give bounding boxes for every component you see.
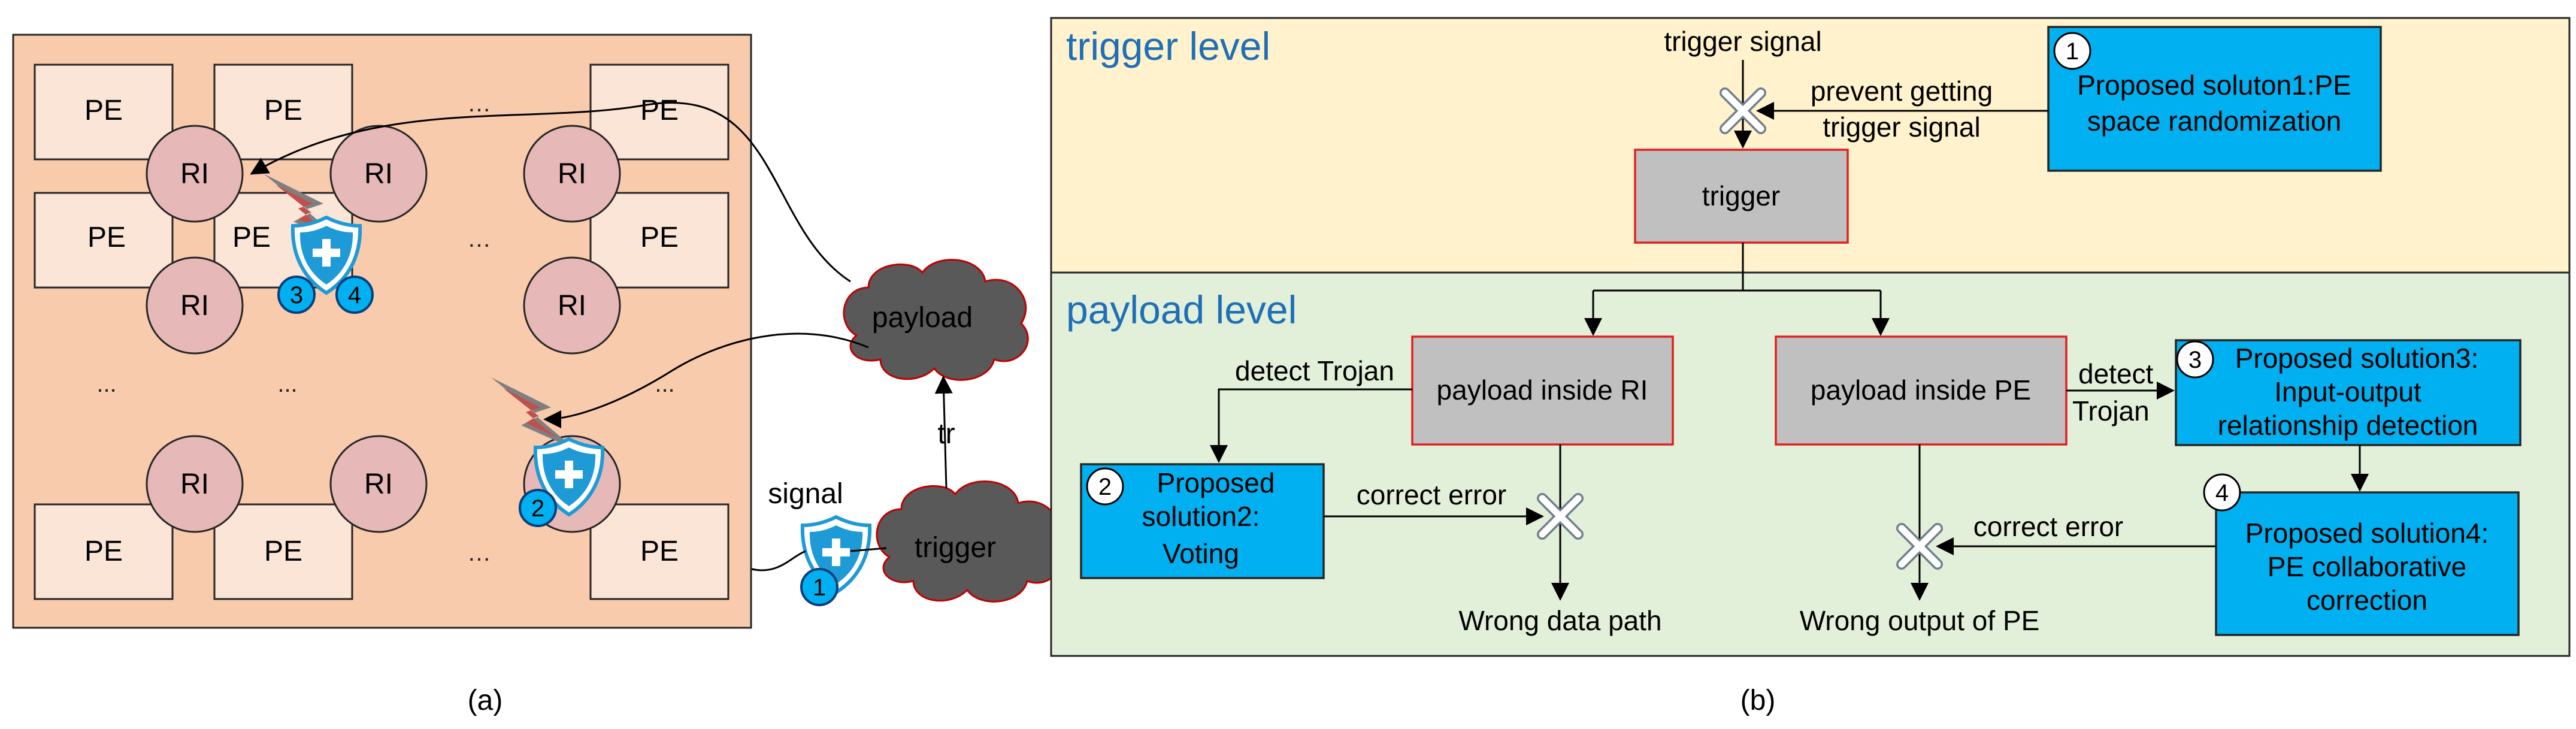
ri-label: RI <box>558 158 586 190</box>
ri-node <box>146 435 244 533</box>
signal-line <box>751 550 806 571</box>
payload-level-title: payload level <box>1066 288 1297 332</box>
pe-box <box>34 503 174 600</box>
badge-1: 1 <box>800 568 839 606</box>
solution3-line1: Proposed solution3: <box>2235 343 2479 374</box>
pe-box <box>589 192 729 289</box>
payload-pe-box: payload inside PE <box>1775 335 2068 446</box>
solution3-box: 3 Proposed solution3: Input-output relat… <box>2175 339 2521 446</box>
detect-right-line1: detect <box>2078 358 2154 389</box>
pe-label: PE <box>264 95 302 126</box>
trigger-to-payload-arrow <box>934 376 953 489</box>
trigger-cloud: trigger <box>876 480 1062 603</box>
solution4-line2: PE collaborative <box>2268 551 2466 582</box>
svg-text:3: 3 <box>290 282 303 308</box>
tr-label: tr <box>937 418 955 450</box>
svg-text:2: 2 <box>531 495 544 522</box>
solution4-line1: Proposed solution4: <box>2245 518 2489 549</box>
signal-to-trigger-line <box>850 547 887 552</box>
ri-node <box>329 435 428 533</box>
pe-box <box>34 63 174 161</box>
pe-box <box>34 192 174 289</box>
solution3-badge: 3 <box>2188 347 2202 373</box>
solution2-box: 2 Proposed solution2: Voting <box>1080 463 1325 579</box>
pe-label: PE <box>640 222 679 253</box>
grid-ellipses: … … … ... ... ... <box>96 90 674 566</box>
detect-trojan-left-label: detect Trojan <box>1235 355 1394 386</box>
panel-a: PE PE PE PE PE PE PE PE PE RI RI RI RI R… <box>12 34 1062 716</box>
signal-label: signal <box>768 478 843 510</box>
solution4-line3: correction <box>2306 585 2427 616</box>
pe-label: PE <box>87 222 126 253</box>
ri-label: RI <box>364 468 393 500</box>
ri-node <box>523 256 621 355</box>
ellipsis: ... <box>96 371 116 397</box>
detect-trojan-arrow <box>1210 388 1412 463</box>
caption-b: (b) <box>1740 685 1776 716</box>
pe-label: PE <box>84 95 123 126</box>
prevent-label-line1: prevent getting <box>1811 75 1993 107</box>
solution2-badge: 2 <box>1098 474 1112 500</box>
solution1-line2: space randomization <box>2087 105 2341 137</box>
ri-node <box>523 125 621 223</box>
pe-box <box>589 503 729 600</box>
trigger-box-label: trigger <box>1702 180 1780 211</box>
ellipsis: ... <box>277 371 297 397</box>
caption-a: (a) <box>468 685 503 716</box>
solution3-line3: relationship detection <box>2218 410 2478 441</box>
pe-box <box>589 63 729 161</box>
ri-node <box>329 125 428 223</box>
ri-label: RI <box>180 468 209 500</box>
payload-ri-box: payload inside RI <box>1411 335 1674 446</box>
correct-error-right-label: correct error <box>1973 511 2123 542</box>
pe-label: PE <box>232 222 271 253</box>
payload-ri-label: payload inside RI <box>1437 374 1648 406</box>
solution1-line1: Proposed soluton1:PE <box>2077 69 2351 101</box>
solution2-line2: solution2: <box>1142 501 1260 532</box>
correct-error-left-label: correct error <box>1357 479 1506 510</box>
solution1-badge: 1 <box>2066 38 2079 65</box>
badge-4: 4 <box>335 276 374 314</box>
ri-label: RI <box>558 290 586 322</box>
pe-box <box>213 63 353 161</box>
solution4-box: 4 Proposed solution4: PE collaborative c… <box>2203 473 2520 636</box>
pe-label: PE <box>640 95 679 126</box>
badge-2: 2 <box>519 489 557 527</box>
panel-b: trigger level payload level trigger sign… <box>1050 17 2571 716</box>
solution2-line1: Proposed <box>1157 467 1275 498</box>
solution1-box: 1 Proposed soluton1:PE space randomizati… <box>2047 26 2382 172</box>
solution3-line2: Input-output <box>2274 376 2421 407</box>
trigger-level-title: trigger level <box>1066 24 1270 68</box>
pe-box <box>213 503 353 600</box>
trigger-label: trigger <box>915 532 996 564</box>
payload-cloud: payload <box>843 259 1029 381</box>
wrong-output-label: Wrong output of PE <box>1800 605 2040 636</box>
ellipsis: … <box>467 90 491 117</box>
ellipsis: … <box>467 540 491 566</box>
pe-label: PE <box>640 536 679 567</box>
payload-to-ri-arrow <box>250 102 851 283</box>
ri-node <box>146 125 244 223</box>
pe-label: PE <box>84 536 123 567</box>
ellipsis: … <box>467 226 491 252</box>
svg-text:1: 1 <box>813 574 826 601</box>
ri-label: RI <box>180 290 209 322</box>
trigger-box: trigger <box>1634 149 1849 244</box>
wrong-data-path-label: Wrong data path <box>1458 605 1661 636</box>
ri-node <box>146 256 244 355</box>
trigger-signal-label: trigger signal <box>1664 26 1821 57</box>
badge-3: 3 <box>277 276 316 314</box>
prevent-label-line2: trigger signal <box>1823 111 1980 143</box>
ri-label: RI <box>180 158 209 190</box>
solution4-badge: 4 <box>2215 480 2229 506</box>
solution2-line3: Voting <box>1163 538 1239 569</box>
pe-label: PE <box>264 536 302 567</box>
ri-label: RI <box>364 158 393 190</box>
payload-to-ri-arrow <box>543 332 869 428</box>
svg-text:4: 4 <box>348 282 361 308</box>
detect-right-line2: Trojan <box>2072 395 2150 426</box>
payload-label: payload <box>872 302 973 334</box>
payload-pe-label: payload inside PE <box>1811 374 2031 406</box>
